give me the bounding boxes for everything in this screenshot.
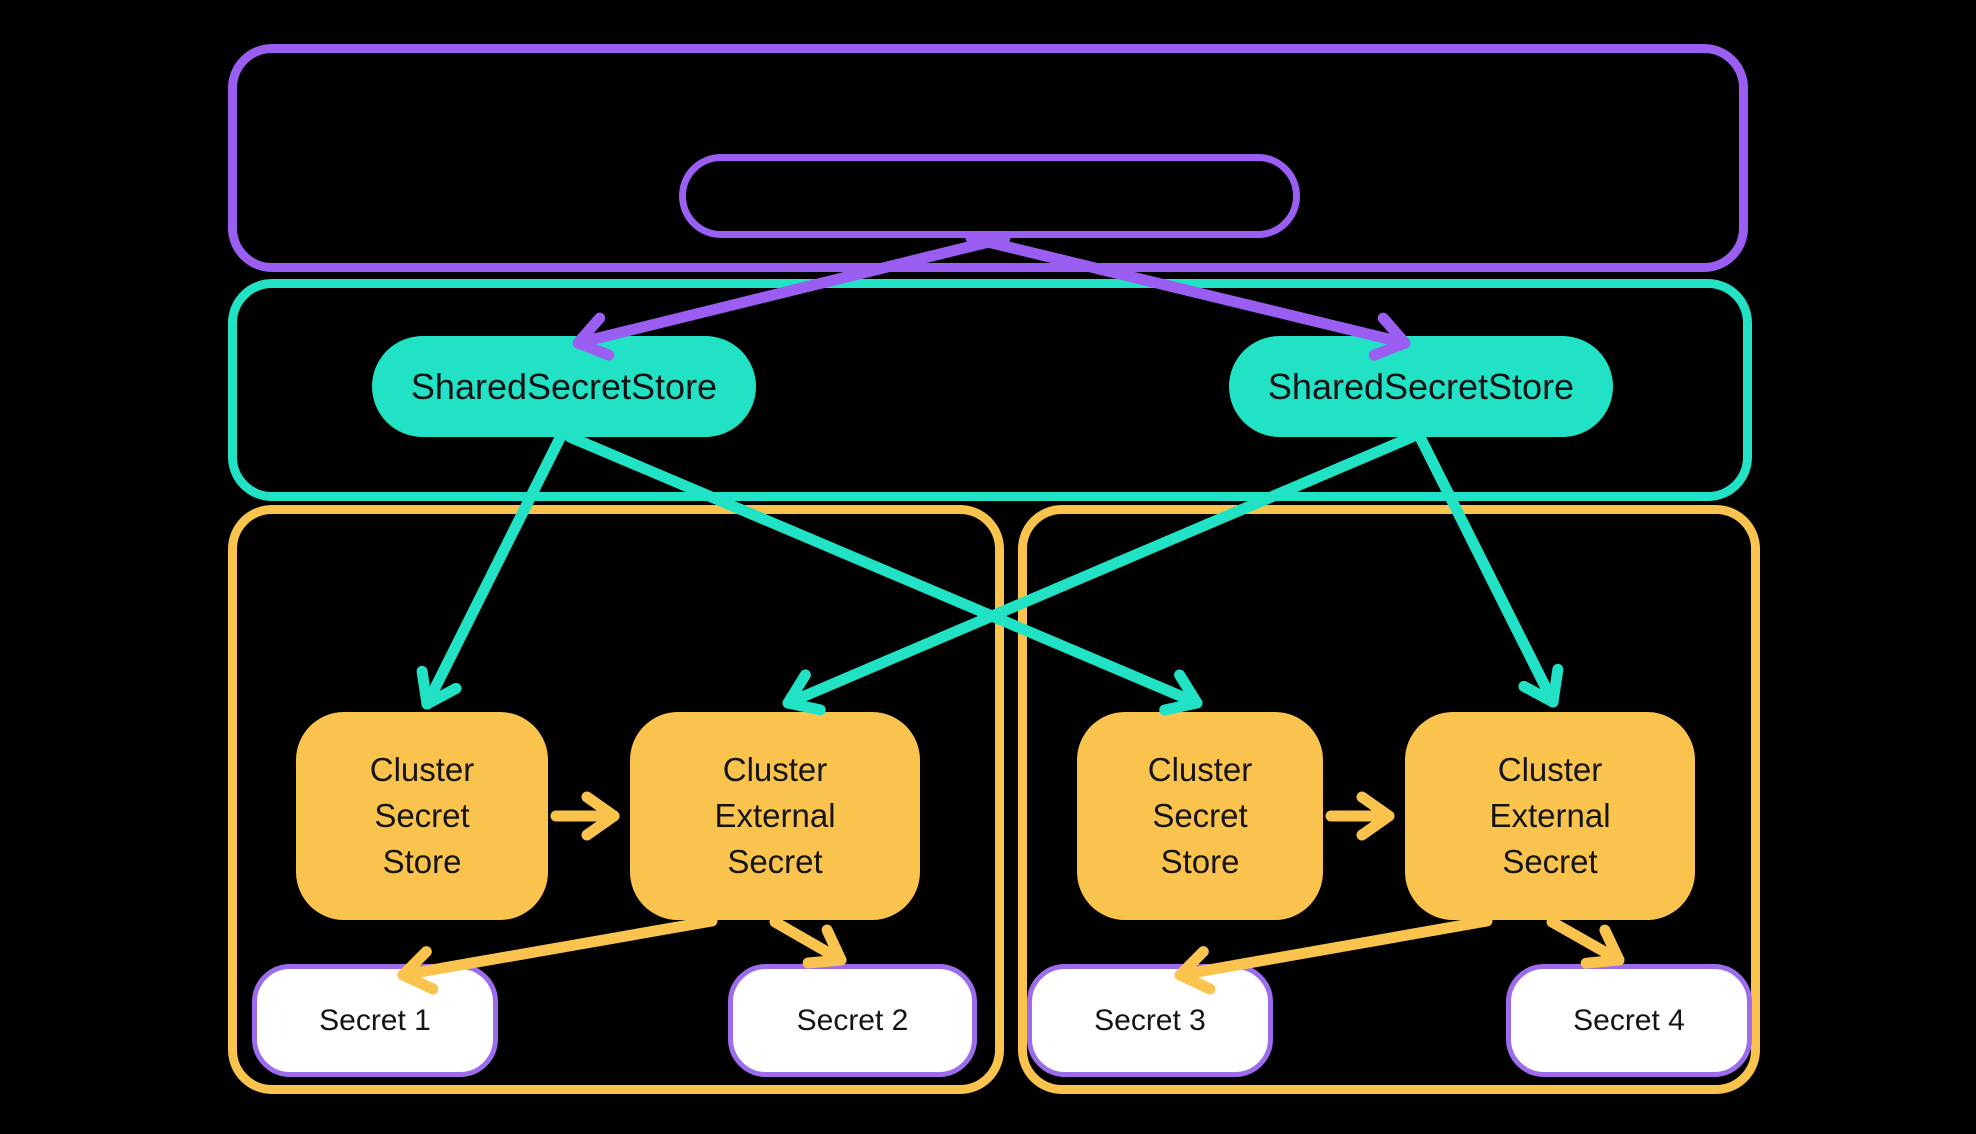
label-line: Cluster — [722, 751, 828, 788]
label-line: External — [1489, 797, 1611, 834]
purple-inner-pill — [679, 154, 1300, 238]
label-line: Cluster — [1147, 751, 1253, 788]
secret-3-node: Secret 3 — [1027, 964, 1273, 1077]
label-line: Cluster — [1497, 751, 1603, 788]
label-line: Secret — [727, 843, 823, 880]
secret-2-node: Secret 2 — [728, 964, 977, 1077]
secret-1-node: Secret 1 — [252, 964, 498, 1077]
label-line: Secret — [1502, 843, 1598, 880]
shared-secret-store-left-label: SharedSecretStore — [410, 365, 718, 407]
cluster-external-secret-left-node: Cluster External Secret — [630, 712, 920, 920]
label-line: External — [714, 797, 836, 834]
shared-secret-store-right-label: SharedSecretStore — [1267, 365, 1575, 407]
label-line: Secret — [374, 797, 470, 834]
cluster-secret-store-left-node: Cluster Secret Store — [296, 712, 548, 920]
shared-secret-store-right-node: SharedSecretStore — [1229, 336, 1613, 437]
label-line: Secret — [1152, 797, 1248, 834]
secret-2-label: Secret 2 — [796, 1003, 909, 1037]
label-line: Store — [382, 843, 462, 880]
label-line: Store — [1160, 843, 1240, 880]
secret-4-node: Secret 4 — [1506, 964, 1752, 1077]
secret-3-label: Secret 3 — [1094, 1003, 1206, 1037]
label-line: Cluster — [369, 751, 475, 788]
cluster-external-secret-right-node: Cluster External Secret — [1405, 712, 1695, 920]
secret-4-label: Secret 4 — [1573, 1003, 1685, 1037]
shared-secret-store-left-node: SharedSecretStore — [372, 336, 756, 437]
secret-1-label: Secret 1 — [319, 1003, 431, 1037]
cluster-secret-store-right-node: Cluster Secret Store — [1077, 712, 1323, 920]
